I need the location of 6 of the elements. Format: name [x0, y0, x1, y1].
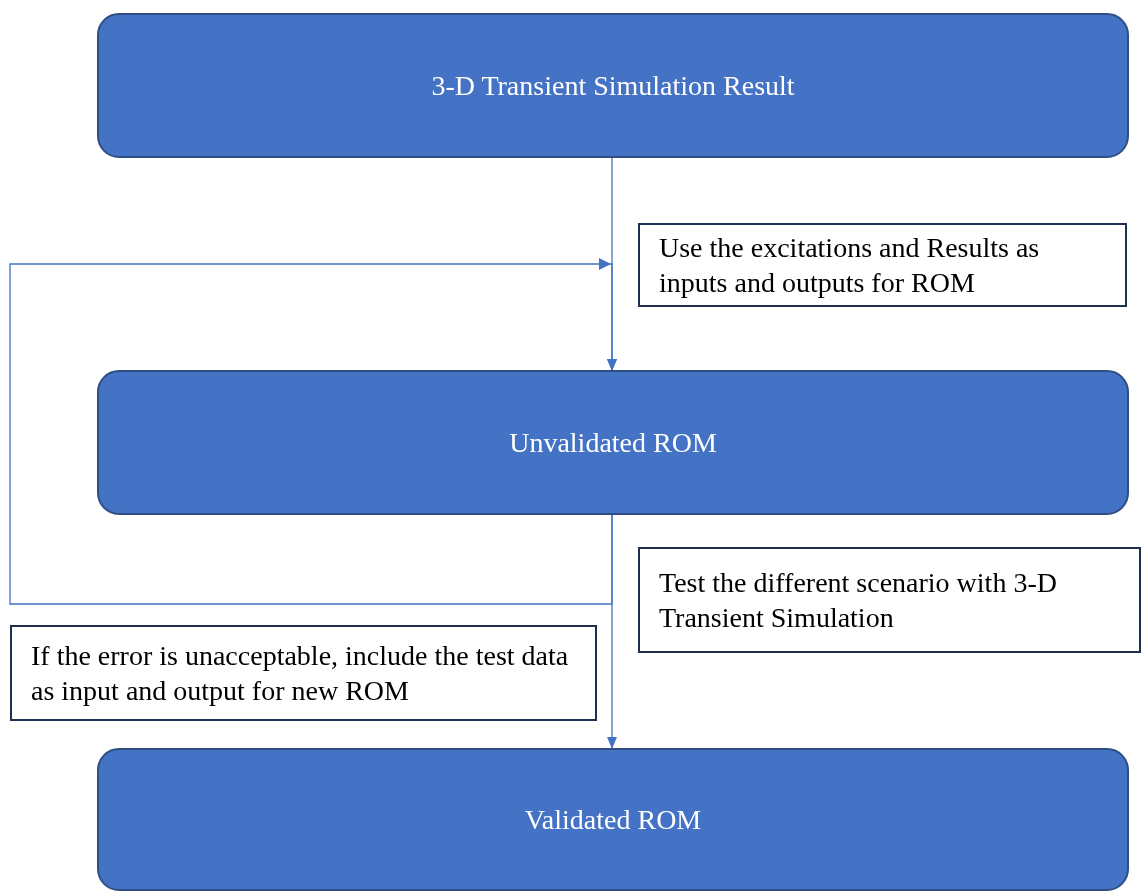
note-box: Use the excitations and Results as inputs and outputs for ROM [638, 223, 1127, 307]
process-box: Unvalidated ROM [97, 370, 1129, 515]
process-box: Validated ROM [97, 748, 1129, 891]
note-box: Test the different scenario with 3-D Transient Simulation [638, 547, 1141, 653]
note-box: If the error is unacceptable, include the test data as input and output for new ROM [10, 625, 597, 721]
process-box: 3-D Transient Simulation Result [97, 13, 1129, 158]
